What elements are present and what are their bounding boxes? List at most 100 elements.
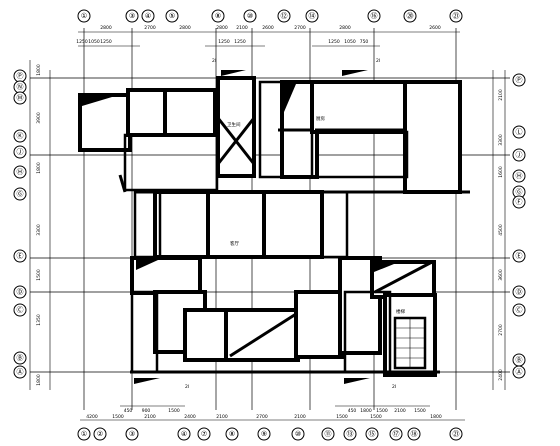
svg-text:Ⓑ: Ⓑ bbox=[516, 356, 523, 364]
top-axis-bubble: ⑫ bbox=[277, 9, 291, 23]
top-dimension: 2700 bbox=[144, 25, 156, 31]
right-dimension: 2400 bbox=[498, 369, 504, 381]
bottom-axis-bubble: ② bbox=[93, 427, 107, 441]
left-dimension: 1800 bbox=[36, 374, 42, 386]
bottom-axis-bubble: ⑪ bbox=[321, 427, 335, 441]
top-subdimension: 750 bbox=[360, 39, 369, 45]
bottom-subdimension: 450 bbox=[348, 408, 357, 414]
right-dimension: 1600 bbox=[498, 166, 504, 178]
top-axis-bubble: ① bbox=[77, 9, 91, 23]
bottom-dimension: 1500 bbox=[112, 414, 124, 420]
left-axis-bubble: Ⓓ bbox=[13, 285, 27, 299]
bottom-axis-bubble: ㉑ bbox=[449, 427, 463, 441]
right-dimension: 2100 bbox=[498, 89, 504, 101]
top-axis-bubble: ⑩ bbox=[243, 9, 257, 23]
right-axis-bubble: Ⓟ bbox=[512, 73, 526, 87]
room-label-kitchen: 厨房 bbox=[316, 115, 325, 122]
section-mark-1: 2I bbox=[212, 58, 216, 64]
svg-text:⑱: ⑱ bbox=[411, 430, 418, 438]
left-dimension: 1350 bbox=[36, 314, 42, 326]
svg-text:⑦: ⑦ bbox=[201, 430, 207, 438]
bottom-subdimension: 1800 bbox=[360, 408, 372, 414]
svg-text:⑤: ⑤ bbox=[169, 12, 175, 20]
left-dimension: 1800 bbox=[36, 162, 42, 174]
room-label-stair: 楼梯 bbox=[396, 308, 405, 315]
top-dimension: 2800 bbox=[216, 25, 228, 31]
svg-text:Ⓑ: Ⓑ bbox=[17, 354, 24, 362]
svg-text:④: ④ bbox=[145, 12, 151, 20]
svg-text:Ⓟ: Ⓟ bbox=[516, 76, 523, 84]
right-axis-bubble: Ⓐ bbox=[512, 365, 526, 379]
bottom-dimension: 1500 bbox=[370, 414, 382, 420]
svg-text:⑧: ⑧ bbox=[215, 12, 221, 20]
bottom-axis-bubble: ⑩ bbox=[291, 427, 305, 441]
svg-text:Ⓒ: Ⓒ bbox=[17, 306, 24, 314]
top-subdimension: 1250 bbox=[328, 39, 340, 45]
walls bbox=[78, 76, 470, 377]
bottom-axis-bubble: ④ bbox=[177, 427, 191, 441]
bottom-axis-bubble: ⑱ bbox=[407, 427, 421, 441]
bottom-axis-bubble: ⑮ bbox=[365, 427, 379, 441]
section-mark-2: 2I bbox=[376, 58, 380, 64]
svg-text:Ⓚ: Ⓚ bbox=[17, 132, 24, 140]
right-dimension: 3600 bbox=[498, 269, 504, 281]
svg-text:Ⓟ: Ⓟ bbox=[17, 72, 24, 80]
svg-text:㉑: ㉑ bbox=[453, 12, 460, 20]
svg-text:⑮: ⑮ bbox=[369, 430, 376, 438]
bottom-axis-bubble: ⑧ bbox=[225, 427, 239, 441]
bottom-subdimension: 2100 bbox=[394, 408, 406, 414]
right-axis-bubble: Ⓑ bbox=[512, 353, 526, 367]
right-axis-bubble: Ⓒ bbox=[512, 303, 526, 317]
left-axis-bubble: Ⓑ bbox=[13, 351, 27, 365]
bottom-axis-bubble: ⑰ bbox=[389, 427, 403, 441]
room-labels: 卫生间 厨房 客厅 楼梯 2I 2I 2I 2I bbox=[185, 58, 405, 390]
bottom-dimension: 4200 bbox=[86, 414, 98, 420]
bottom-subdimension: 1500 bbox=[376, 408, 388, 414]
right-axis-bubble: Ⓗ bbox=[512, 169, 526, 183]
svg-text:③: ③ bbox=[129, 430, 135, 438]
top-axis-bubble: ③ bbox=[125, 9, 139, 23]
svg-text:⑧: ⑧ bbox=[229, 430, 235, 438]
right-axis-bubble: Ⓔ bbox=[512, 249, 526, 263]
svg-text:Ⓖ: Ⓖ bbox=[516, 188, 523, 196]
bottom-dimension: 2100 bbox=[216, 414, 228, 420]
left-axis-bubble: Ⓚ bbox=[13, 129, 27, 143]
bottom-axis-bubble: ⑨ bbox=[257, 427, 271, 441]
left-dimension: 1800 bbox=[36, 64, 42, 76]
svg-text:⑫: ⑫ bbox=[281, 12, 288, 20]
svg-text:⑭: ⑭ bbox=[309, 12, 316, 20]
right-axis-bubble: Ⓙ bbox=[512, 148, 526, 162]
left-axis-bubble: Ⓗ bbox=[13, 165, 27, 179]
svg-text:Ⓜ: Ⓜ bbox=[17, 94, 24, 102]
svg-text:④: ④ bbox=[181, 430, 187, 438]
bottom-axis-bubble: ⑬ bbox=[343, 427, 357, 441]
svg-text:Ⓐ: Ⓐ bbox=[516, 368, 523, 376]
svg-text:Ⓓ: Ⓓ bbox=[516, 288, 523, 296]
top-subdimension: 1250 bbox=[218, 39, 230, 45]
top-axis-bubble: ④ bbox=[141, 9, 155, 23]
right-axis-bubble: Ⓛ bbox=[512, 125, 526, 139]
svg-text:Ⓕ: Ⓕ bbox=[516, 198, 523, 206]
top-dimension: 2800 bbox=[100, 25, 112, 31]
svg-text:Ⓝ: Ⓝ bbox=[17, 83, 24, 91]
right-dimension: 3300 bbox=[498, 134, 504, 146]
hatch-marks bbox=[82, 70, 394, 384]
top-axis-bubble: ⑤ bbox=[165, 9, 179, 23]
bottom-dimension: 2100 bbox=[294, 414, 306, 420]
right-dimension: 2700 bbox=[498, 324, 504, 336]
room-label-bathroom: 卫生间 bbox=[227, 121, 241, 128]
svg-text:Ⓖ: Ⓖ bbox=[17, 190, 24, 198]
top-subdimension: 1050 bbox=[88, 39, 100, 45]
top-dimension: 2700 bbox=[294, 25, 306, 31]
bottom-dimension: 1500 bbox=[336, 414, 348, 420]
top-axis-bubble: ⑧ bbox=[211, 9, 225, 23]
bottom-dimension: 2400 bbox=[184, 414, 196, 420]
left-dimension: 1500 bbox=[36, 269, 42, 281]
svg-text:㉑: ㉑ bbox=[453, 430, 460, 438]
left-axis-bubble: Ⓒ bbox=[13, 303, 27, 317]
svg-text:⑬: ⑬ bbox=[347, 430, 354, 438]
top-axis-bubble: ⑯ bbox=[367, 9, 381, 23]
